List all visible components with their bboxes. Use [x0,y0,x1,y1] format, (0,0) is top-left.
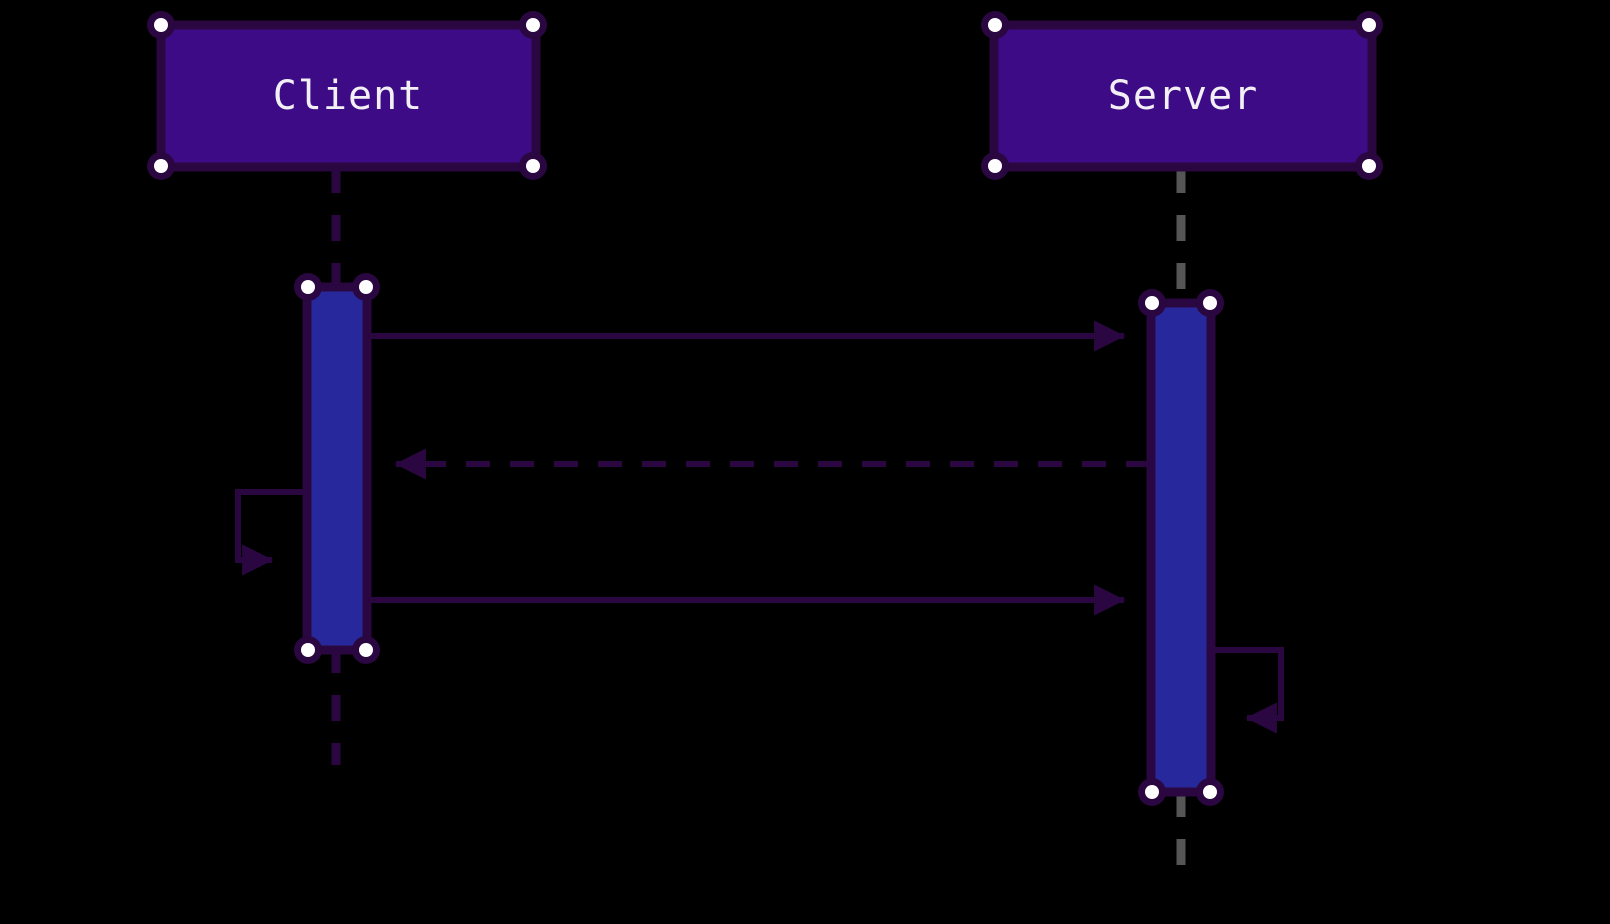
participant-server[interactable]: Server [989,20,1377,172]
selection-handle[interactable] [147,152,175,180]
selection-handle[interactable] [294,273,322,301]
lifelines [331,167,1186,866]
participant-box-server[interactable] [989,20,1377,172]
selection-handle[interactable] [1138,778,1166,806]
message-self-server[interactable] [1212,647,1284,734]
selection-handle[interactable] [1196,289,1224,317]
selection-handle[interactable] [147,11,175,39]
selection-handle[interactable] [519,11,547,39]
selection-handle[interactable] [981,11,1009,39]
participant-label-server: Server [1108,73,1259,119]
selection-handle[interactable] [981,152,1009,180]
activation-bars [302,282,1216,797]
selection-handle[interactable] [519,152,547,180]
selection-handle[interactable] [1355,11,1383,39]
participant-box-client[interactable] [156,20,541,172]
selection-handle[interactable] [1196,778,1224,806]
activation-bar-server[interactable] [1146,298,1216,797]
activation-bar-client[interactable] [302,282,372,655]
messages [235,320,1284,734]
selection-handle[interactable] [294,636,322,664]
selection-handles[interactable] [147,11,1383,806]
message-self-client[interactable] [235,489,306,576]
participant-client[interactable]: Client [156,20,541,172]
selection-handle[interactable] [1355,152,1383,180]
selection-handle[interactable] [1138,289,1166,317]
selection-handle[interactable] [352,273,380,301]
selection-handle[interactable] [352,636,380,664]
participant-label-client: Client [273,73,424,119]
